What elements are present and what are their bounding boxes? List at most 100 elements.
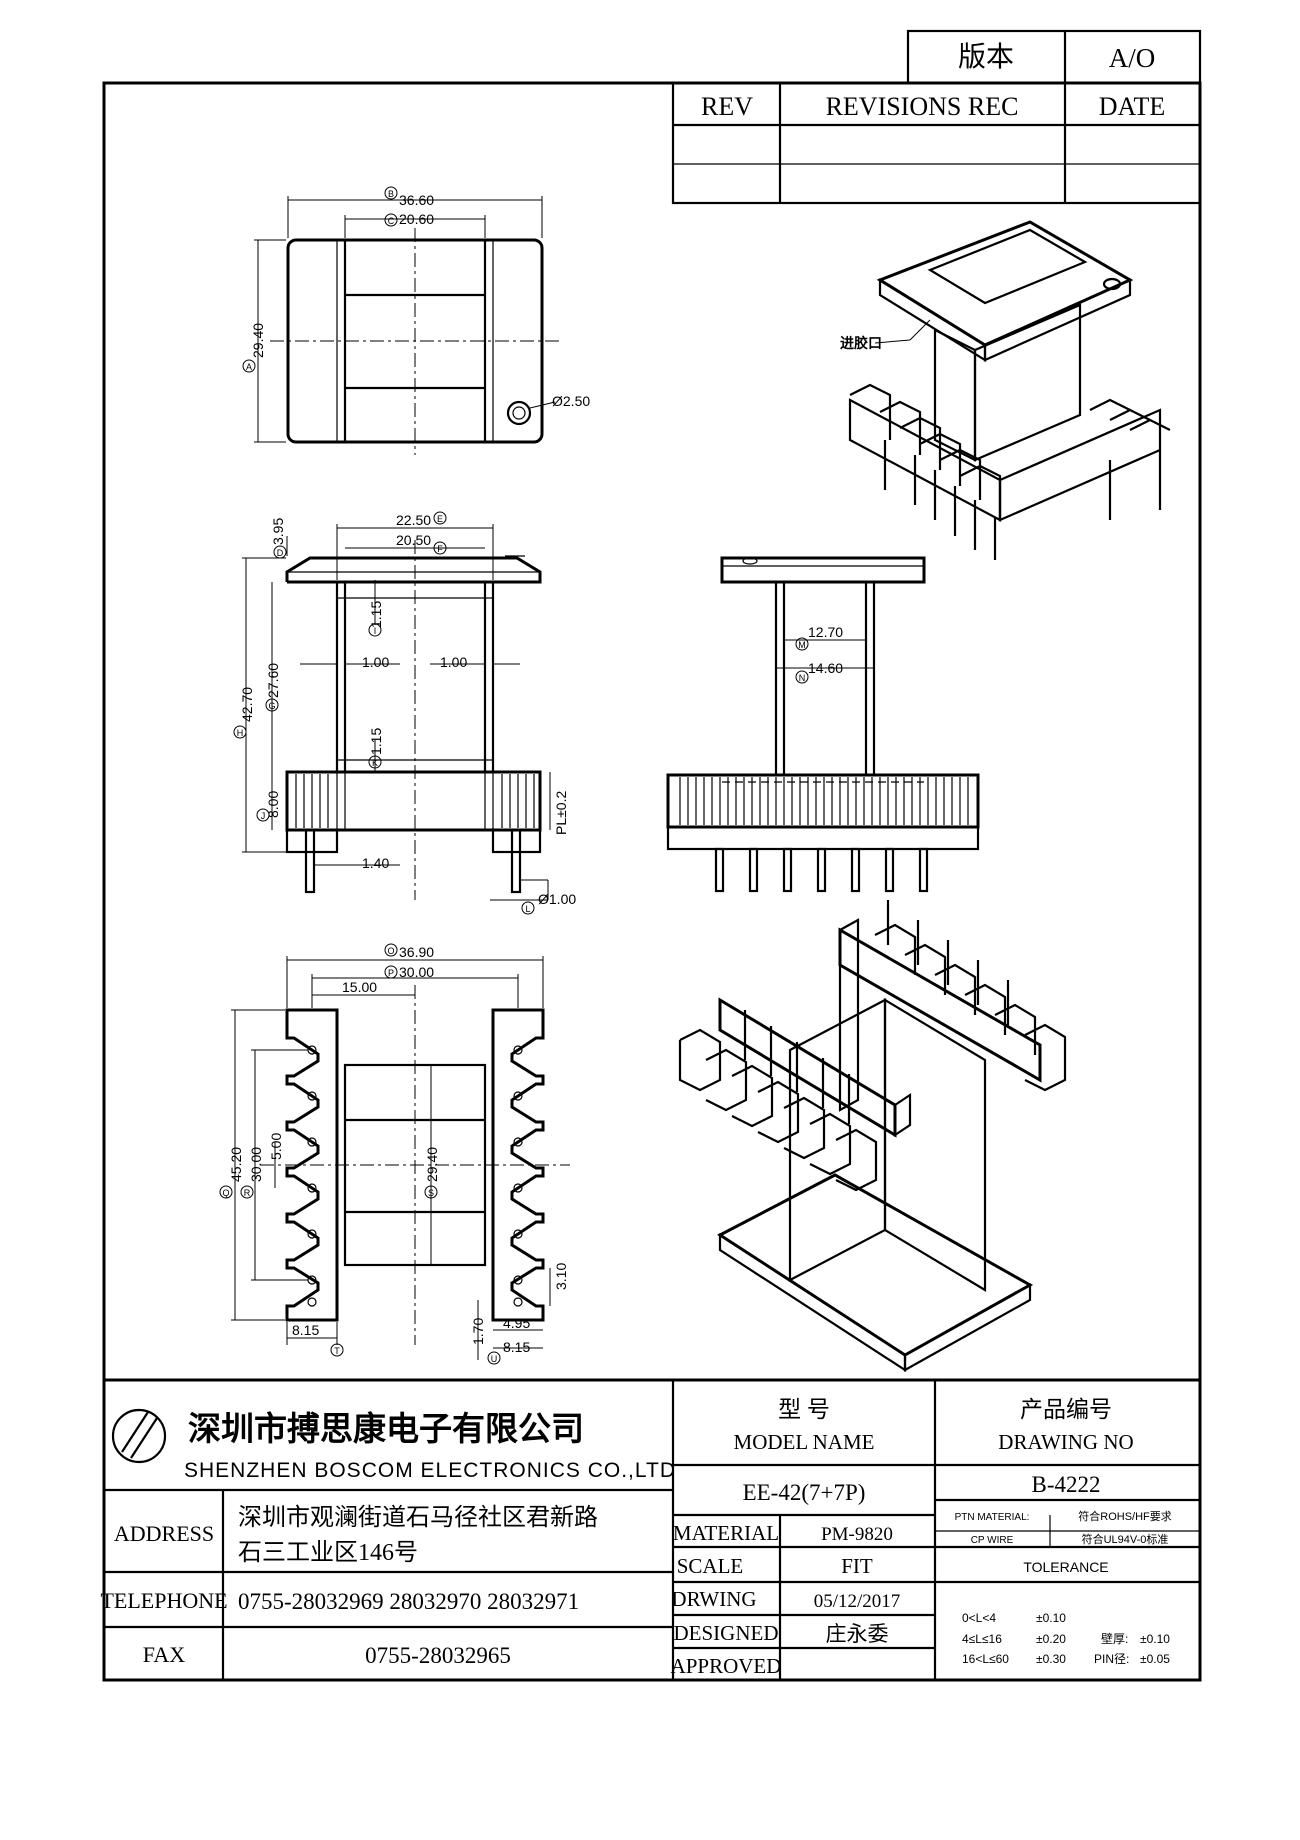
dim-m-value: 12.70 [808, 624, 843, 640]
rev-header: REV [701, 92, 753, 121]
address-line-2: 石三工业区146号 [238, 1539, 418, 1566]
bottom-view: O 36.90 P 30.00 15.00 45.20 Q 30.00 R 5.… [219, 943, 570, 1365]
dim-495-value: 4.95 [503, 1315, 530, 1331]
dim-q-value: 45.20 [228, 1147, 244, 1182]
dim-half-value: 15.00 [342, 979, 377, 995]
tol-range-3: 16<L≤60 [962, 1652, 1009, 1666]
cp-wire-value: 符合UL94V-0标准 [1082, 1532, 1169, 1546]
cp-wire-label: CP WIRE [971, 1535, 1014, 1546]
dim-label-i: I [374, 626, 377, 636]
scale-label: SCALE [677, 1554, 744, 1578]
dim-label-g: G [268, 701, 275, 711]
model-label-cn: 型 号 [778, 1397, 830, 1422]
tol-value-2: ±0.20 [1036, 1632, 1066, 1646]
dim-n-value: 14.60 [808, 660, 843, 676]
approved-label: APPROVED [671, 1654, 782, 1678]
dim-u-value: 8.15 [503, 1339, 530, 1355]
wall-thickness-value: ±0.10 [1140, 1632, 1170, 1646]
top-view: B 36.60 C 20.60 29.40 A Ø2.50 [242, 186, 590, 455]
dim-label-o: O [387, 946, 394, 956]
dim-o-value: 36.90 [399, 944, 434, 960]
drawing-label-en: DRAWING NO [998, 1430, 1133, 1454]
isometric-view-bottom [678, 900, 1067, 1373]
fax-value: 0755-28032965 [365, 1643, 511, 1668]
dim-slot-value: 3.10 [553, 1263, 569, 1290]
drawing-value: B-4222 [1032, 1472, 1101, 1497]
fax-label: FAX [143, 1642, 185, 1667]
dim-label-d: D [277, 548, 284, 558]
ptn-material-value: 符合ROHS/HF要求 [1078, 1509, 1172, 1523]
dim-wall-left: 1.00 [362, 654, 389, 670]
dim-label-m: M [798, 640, 806, 650]
dim-c-value: 20.60 [399, 211, 434, 227]
wall-thickness-label: 壁厚: [1101, 1631, 1128, 1646]
drwing-value: 05/12/2017 [814, 1591, 901, 1612]
dim-label-h: H [237, 728, 244, 738]
dim-label-s: S [428, 1188, 434, 1198]
dim-pl-value: PL±0.2 [553, 791, 569, 835]
version-box: 版本 A/O [906, 29, 1202, 85]
pin-dia-value: ±0.05 [1140, 1652, 1170, 1666]
dim-s-value: 29.40 [424, 1147, 440, 1182]
dim-label-t: T [334, 1346, 340, 1356]
tol-range-1: 0<L<4 [962, 1611, 996, 1625]
date-header: DATE [1099, 92, 1165, 121]
dim-label-u: U [491, 1354, 498, 1364]
revisions-rec-header: REVISIONS REC [826, 92, 1019, 121]
dim-hole-value: Ø2.50 [552, 393, 590, 409]
title-block: 深圳市搏思康电子有限公司 SHENZHEN BOSCOM ELECTRONICS… [100, 1378, 1200, 1680]
dim-l-value: Ø1.00 [538, 891, 576, 907]
telephone-value: 0755-28032969 28032970 28032971 [238, 1589, 579, 1614]
dim-label-q: Q [222, 1188, 229, 1198]
dim-e-value: 22.50 [396, 512, 431, 528]
tol-value-3: ±0.30 [1036, 1652, 1066, 1666]
dim-label-f: F [437, 544, 443, 554]
dim-pitch-value: 5.00 [268, 1133, 284, 1160]
dim-label-c: C [388, 216, 395, 226]
scale-value: FIT [841, 1554, 873, 1578]
drawing-label-cn: 产品编号 [1020, 1397, 1112, 1422]
company-logo [111, 1408, 167, 1464]
drwing-label: DRWING [671, 1587, 756, 1611]
ptn-material-label: PTN MATERIAL: [955, 1512, 1030, 1523]
company-name-en: SHENZHEN BOSCOM ELECTRONICS CO.,LTD [184, 1459, 676, 1482]
dim-i-value: 1.15 [368, 601, 384, 628]
version-value: A/O [1109, 43, 1156, 73]
dim-d-value: 3.95 [270, 518, 286, 545]
dim-label-r: R [244, 1188, 251, 1198]
dim-label-n: N [799, 673, 806, 683]
dim-label-e: E [437, 514, 443, 524]
front-view: 22.50 E 20.50 F 3.95 D 42.70 H 27.60 G 8… [233, 511, 576, 915]
sheet-border [102, 81, 1202, 1682]
revisions-table: REV REVISIONS REC DATE [671, 81, 1202, 205]
tol-range-2: 4≤L≤16 [962, 1632, 1002, 1646]
material-label: MATERIAL [673, 1521, 779, 1545]
address-label: ADDRESS [114, 1521, 214, 1546]
tol-value-1: ±0.10 [1036, 1611, 1066, 1625]
dim-b-value: 36.60 [399, 192, 434, 208]
model-label-en: MODEL NAME [734, 1430, 875, 1454]
pin-dia-label: PIN径: [1094, 1652, 1129, 1666]
isometric-view-top: 进胶口 [840, 220, 1171, 560]
dim-label-k: K [372, 758, 378, 768]
tolerance-label: TOLERANCE [1023, 1559, 1108, 1575]
dim-h-value: 42.70 [239, 687, 255, 722]
dim-label-b: B [388, 189, 394, 199]
dim-j-value: 8.00 [265, 791, 281, 818]
material-value: PM-9820 [821, 1524, 893, 1545]
dim-label-l: L [525, 904, 530, 914]
side-view: 12.70 M 14.60 N [666, 556, 980, 893]
dim-g-value: 27.60 [265, 663, 281, 698]
designed-value: 庄永委 [826, 1622, 889, 1646]
model-value: EE-42(7+7P) [743, 1480, 866, 1505]
designed-label: DESIGNED [674, 1621, 779, 1645]
version-label: 版本 [958, 41, 1014, 73]
address-line-1: 深圳市观澜街道石马径社区君新路 [238, 1504, 598, 1531]
dim-k-value: 1.15 [368, 728, 384, 755]
telephone-label: TELEPHONE [100, 1588, 227, 1613]
dim-p-value: 30.00 [399, 964, 434, 980]
dim-label-p: P [388, 968, 394, 978]
dim-a-value: 29.40 [250, 323, 266, 358]
dim-wall-right: 1.00 [440, 654, 467, 670]
